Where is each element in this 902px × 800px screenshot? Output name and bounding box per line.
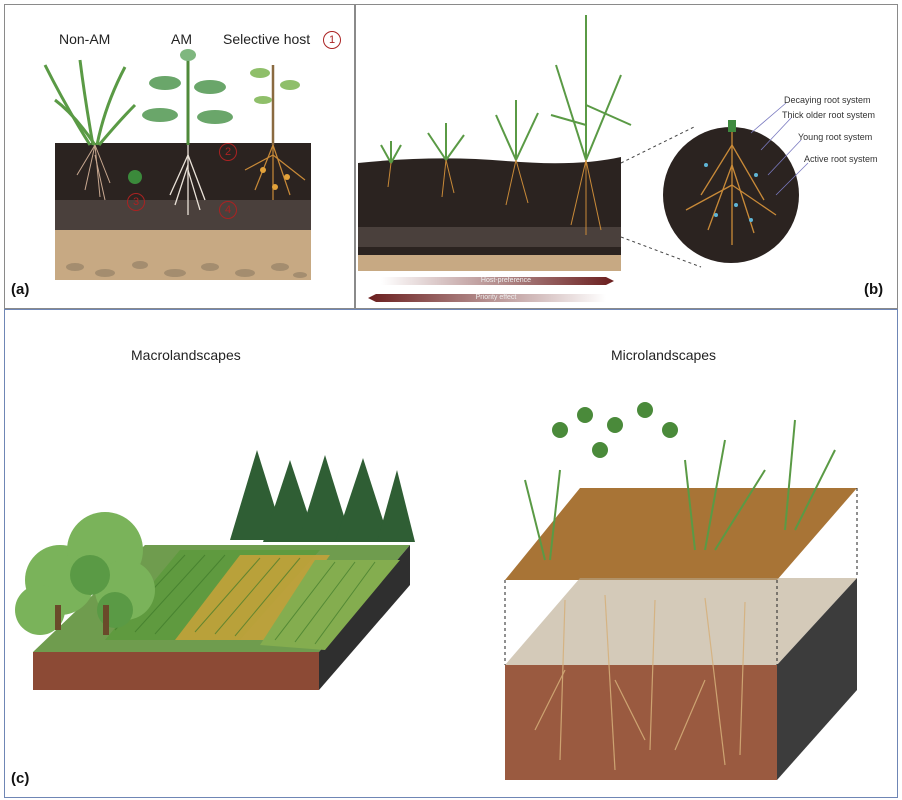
selective-host-plant xyxy=(250,65,300,145)
non-am-roots xyxy=(76,144,111,201)
marker-4: 4 xyxy=(219,201,237,219)
seedling xyxy=(128,170,142,184)
panel-c-illustration xyxy=(15,402,858,780)
soil-profile xyxy=(358,157,621,265)
non-am-grass xyxy=(43,59,137,146)
micro-grasses xyxy=(524,419,836,561)
marker-1: 1 xyxy=(323,31,341,49)
label-active-root: Active root system xyxy=(804,154,878,164)
panel-a-illustration xyxy=(43,49,311,280)
panel-label-b: (b) xyxy=(864,281,884,298)
subsoil-layer xyxy=(55,200,311,232)
label-host-preference: Host-preference xyxy=(480,277,532,284)
title-microlandscapes: Microlandscapes xyxy=(611,347,717,363)
title-am: AM xyxy=(171,31,192,47)
growth-stage-plants xyxy=(380,15,632,164)
forest-trees xyxy=(230,450,415,542)
panel-b-illustration xyxy=(358,15,809,302)
micro-clover xyxy=(552,402,678,458)
panel-a: Non-AM AM Selective host 1 2 3 4 (a) xyxy=(4,4,355,309)
priority-effect-arrow xyxy=(368,294,606,302)
title-macrolandscapes: Macrolandscapes xyxy=(131,347,241,363)
marker-2: 2 xyxy=(219,143,237,161)
label-thick-older-root: Thick older root system xyxy=(782,110,876,120)
title-selective-host: Selective host xyxy=(223,31,311,47)
panel-label-a: (a) xyxy=(11,281,30,298)
label-priority-effect: Priority effect xyxy=(475,294,517,301)
root-zoom-circle xyxy=(663,127,799,263)
label-decaying-root: Decaying root system xyxy=(784,95,871,105)
am-plant xyxy=(142,49,233,145)
host-preference-arrow xyxy=(381,277,614,285)
marker-3: 3 xyxy=(127,193,145,211)
panel-c: Macrolandscapes Microlandscapes (c) xyxy=(4,309,898,798)
growth-stage-roots xyxy=(387,159,602,235)
am-roots xyxy=(169,145,206,215)
microlandscape-block xyxy=(504,488,858,780)
label-young-root: Young root system xyxy=(798,132,873,142)
panel-b: Decaying root system Thick older root sy… xyxy=(355,4,898,309)
title-non-am: Non-AM xyxy=(59,31,111,47)
panel-label-c: (c) xyxy=(11,770,30,787)
